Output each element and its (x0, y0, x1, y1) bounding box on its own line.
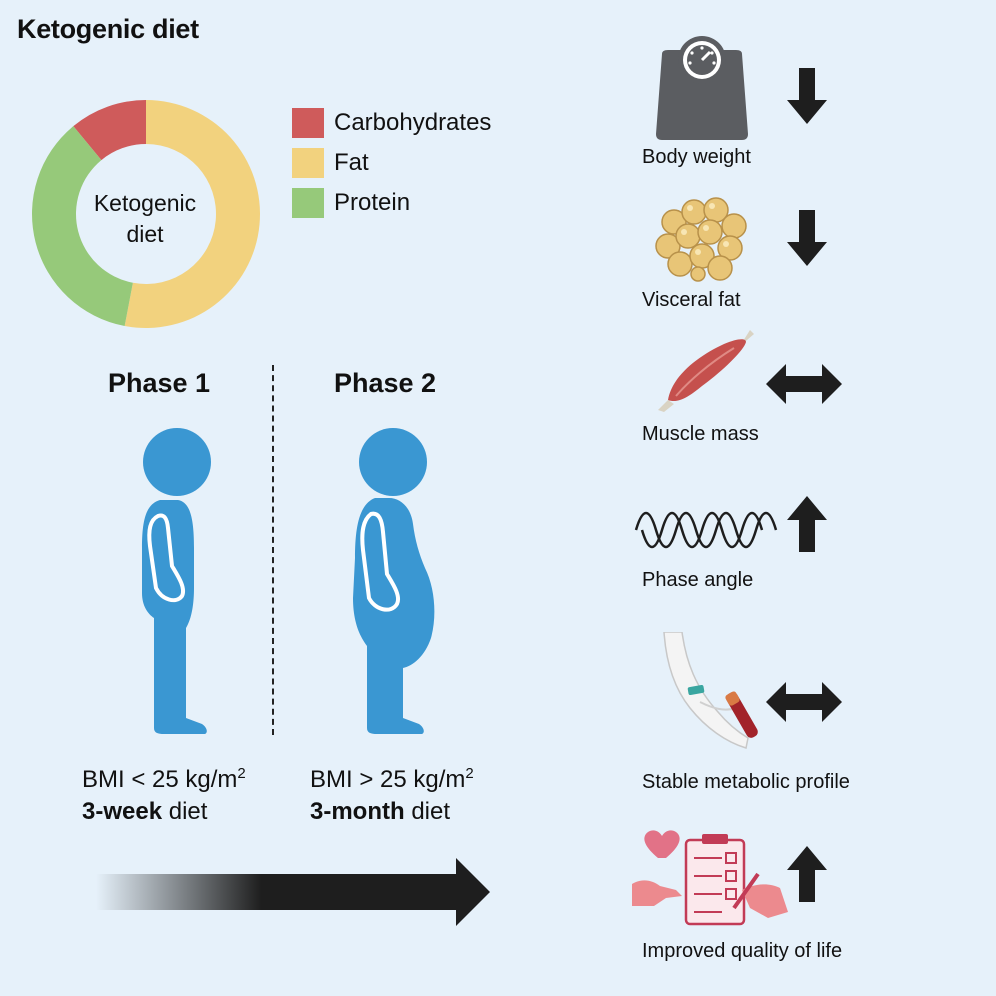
outcome-label-visceral-fat: Visceral fat (642, 289, 741, 311)
decrease-arrow-icon (787, 68, 827, 124)
legend-label-carbohydrates: Carbohydrates (334, 109, 492, 136)
legend-item-carbohydrates: Carbohydrates (292, 108, 491, 138)
decrease-arrow-icon (787, 210, 827, 266)
phase-1-duration-rest: diet (162, 798, 208, 825)
increase-arrow-icon (787, 846, 827, 902)
outcome-label-body-weight: Body weight (642, 146, 751, 168)
phase-2-duration-rest: diet (404, 798, 451, 825)
legend-item-fat: Fat (292, 148, 369, 178)
legend-label-fat: Fat (334, 149, 369, 176)
phase-1-criteria: BMI < 25 kg/m2 3-week diet (82, 758, 246, 828)
legend-label-protein: Protein (334, 189, 411, 216)
phase-1-duration-bold: 3-week (82, 798, 163, 825)
phase-divider (272, 365, 274, 735)
phase-2-bmi-exponent: 2 (465, 765, 474, 782)
legend-swatch-carbohydrates (292, 108, 324, 138)
donut-center-label-line2: diet (126, 221, 164, 247)
phase-2-duration: 3-month diet (310, 796, 474, 828)
phase-1-bmi-exponent: 2 (237, 765, 246, 782)
phase-1-duration: 3-week diet (82, 796, 246, 828)
phase-1-bmi: BMI < 25 kg/m2 (82, 758, 246, 796)
donut-center-label: Ketogenic diet (70, 188, 220, 250)
phase-2-bmi-text: BMI > 25 kg/m (310, 766, 466, 793)
scale-icon (656, 36, 748, 140)
questionnaire-icon (632, 830, 788, 926)
phase-1-title: Phase 1 (108, 368, 211, 398)
increase-arrow-icon (787, 496, 827, 552)
overweight-person-icon (353, 428, 435, 734)
outcome-label-metabolic-profile: Stable metabolic profile (642, 771, 850, 793)
timeline-arrow-icon (96, 858, 490, 926)
legend-swatch-protein (292, 188, 324, 218)
fat-cells-icon (655, 197, 747, 282)
donut-segment-fat (124, 100, 261, 328)
donut-segment-protein (31, 126, 133, 326)
donut-center-label-line1: Ketogenic (93, 190, 197, 216)
legend-swatch-fat (292, 148, 324, 178)
phase-2-title: Phase 2 (334, 368, 437, 398)
phase-2-duration-bold: 3-month (310, 798, 405, 825)
muscle-icon (658, 330, 754, 412)
donut-segment-carbohydrates (73, 100, 146, 161)
outcome-label-phase-angle: Phase angle (642, 569, 754, 591)
slim-person-icon (142, 428, 211, 734)
phase-2-criteria: BMI > 25 kg/m2 3-month diet (310, 758, 474, 828)
outcome-label-quality-of-life: Improved quality of life (642, 940, 843, 962)
figure-title: Ketogenic diet (17, 14, 199, 44)
phase-2-bmi: BMI > 25 kg/m2 (310, 758, 474, 796)
outcome-label-muscle-mass: Muscle mass (642, 423, 759, 445)
blood-draw-icon (663, 632, 758, 749)
unchanged-arrow-icon (766, 682, 842, 722)
macronutrient-donut-chart (31, 100, 261, 328)
phase-1-bmi-text: BMI < 25 kg/m (82, 766, 238, 793)
unchanged-arrow-icon (766, 364, 842, 404)
wave-icon (634, 511, 778, 549)
legend-item-protein: Protein (292, 188, 410, 218)
